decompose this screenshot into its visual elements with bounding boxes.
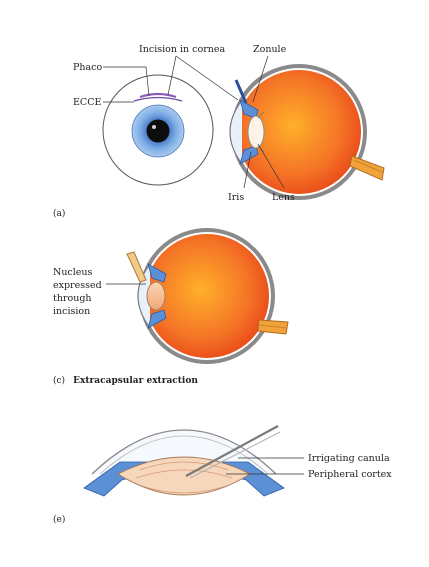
panel-a-leaders <box>103 55 285 189</box>
label-nucleus-expressed: Nucleus expressed through incision <box>53 267 105 317</box>
label-incision-in-cornea: Incision in cornea <box>139 44 225 55</box>
label-nucleus-line-4: incision <box>53 306 90 317</box>
caption-e: (e) <box>53 514 65 525</box>
leader-iris <box>243 151 252 189</box>
pupil-highlight <box>152 125 156 129</box>
nucleus-c <box>146 281 166 311</box>
phaco-incision <box>139 92 177 99</box>
pupil <box>146 119 170 143</box>
label-lens: Lens <box>272 192 295 203</box>
caption-a: (a) <box>53 208 65 219</box>
optic-nerve-stripe <box>353 159 383 173</box>
label-phaco: Phaco <box>73 62 102 73</box>
leader-incision-b <box>175 55 239 101</box>
optic-nerve-stripe-c <box>259 324 287 329</box>
cornea-side <box>229 99 243 165</box>
leader-zonule <box>252 55 269 103</box>
caption-c-prefix: (c) <box>53 375 65 386</box>
front-eye-view <box>102 74 214 186</box>
iris-lower-c <box>147 309 167 329</box>
caption-c: (c) Extracapsular extraction <box>53 368 198 387</box>
phaco-instrument <box>234 79 248 104</box>
leader-lens <box>257 143 285 189</box>
label-nucleus-line-2: expressed <box>53 280 102 291</box>
eyeball-c <box>145 234 269 358</box>
side-eye-view <box>229 64 385 200</box>
panel-a: Phaco ECCE Incision in cornea Zonule Iri… <box>53 44 385 219</box>
irrigating-canula <box>185 425 279 477</box>
leader-phaco <box>103 66 150 97</box>
caption-c-title: Extracapsular extraction <box>73 376 198 386</box>
panel-c: Nucleus expressed through incision (c) E… <box>53 228 289 387</box>
label-ecce: ECCE <box>73 97 101 108</box>
eyeball-side <box>237 70 361 194</box>
lens-side <box>247 115 265 149</box>
iris-upper-c <box>147 263 167 283</box>
expression-instrument <box>126 251 147 283</box>
peripheral-cortex-texture <box>135 461 233 494</box>
label-irrigating-canula: Irrigating canula <box>308 453 390 464</box>
label-nucleus-line-1: Nucleus <box>53 267 93 278</box>
leader-incision-a <box>167 55 177 96</box>
label-nucleus-line-3: through <box>53 293 92 304</box>
label-zonule: Zonule <box>253 44 287 55</box>
irrigating-canula-shadow <box>189 431 281 479</box>
ecce-incision <box>133 96 183 102</box>
optic-nerve-side <box>349 155 385 181</box>
panel-e: Irrigating canula Peripheral cortex (e) <box>53 425 392 525</box>
label-peripheral-cortex: Peripheral cortex <box>308 469 392 480</box>
label-iris: Iris <box>228 192 244 203</box>
